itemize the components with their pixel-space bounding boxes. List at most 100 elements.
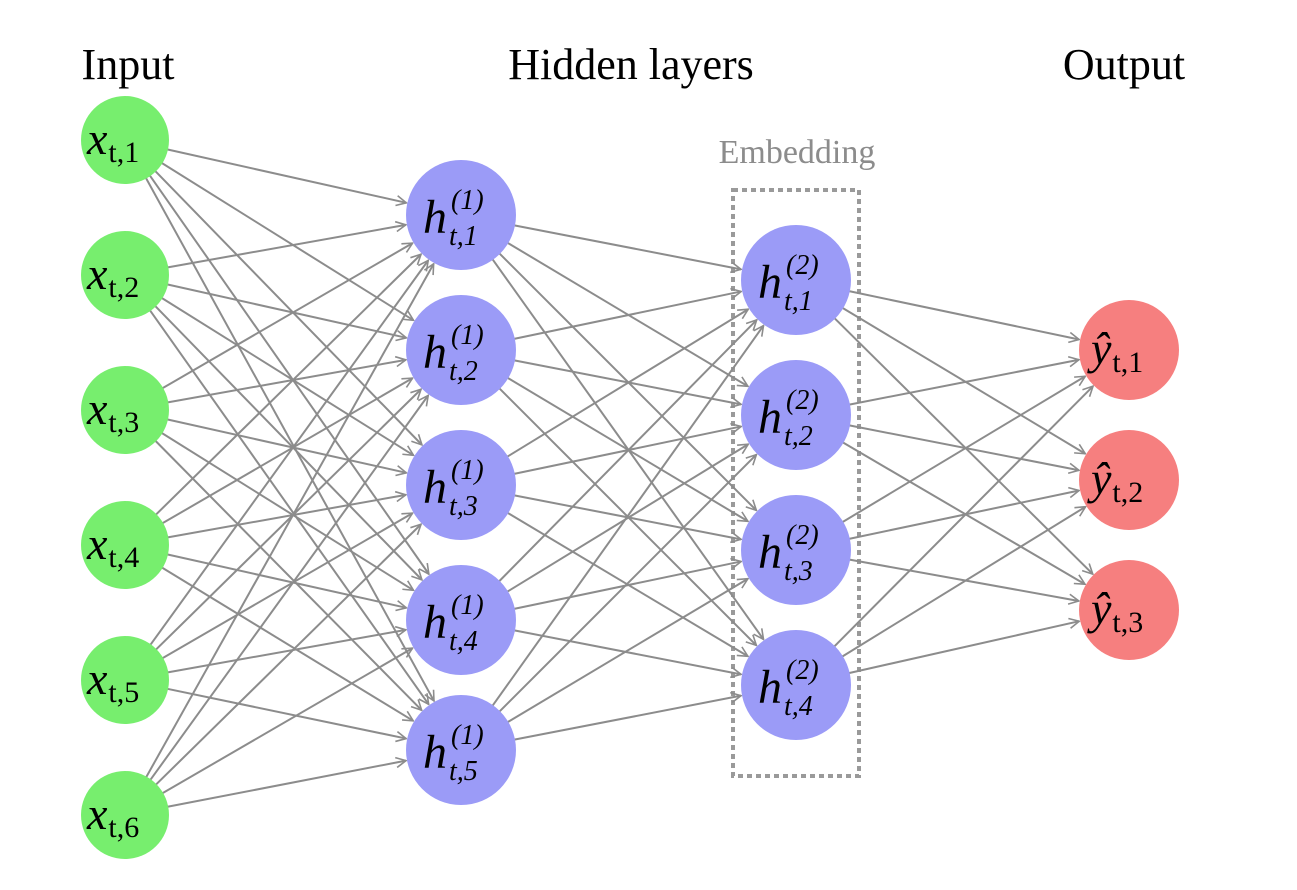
edge-hidden1-2-to-hidden2-1	[512, 291, 741, 341]
edge-hidden2-1-to-output-1	[847, 289, 1079, 340]
node-circle-input-1	[81, 96, 169, 184]
node-input-4: xt,4	[81, 501, 169, 589]
nodes-group: xt,1xt,2xt,3xt,4xt,5xt,6h(1)t,1h(1)t,2h(…	[81, 96, 1179, 859]
node-output-1: ŷt,1	[1079, 300, 1179, 400]
edge-input-3-to-hidden1-5	[153, 439, 422, 710]
edge-hidden1-4-to-hidden2-1	[497, 320, 756, 583]
node-circle-hidden2-3	[741, 495, 851, 605]
node-hidden2-4: h(2) t,4	[741, 630, 851, 740]
edge-hidden1-5-to-hidden2-2	[497, 455, 756, 714]
edge-input-3-to-hidden1-1	[160, 243, 412, 390]
edge-input-4-to-hidden1-2	[160, 378, 412, 525]
node-label-hidden2-4: h	[758, 661, 782, 714]
edge-input-6-to-hidden1-4	[160, 648, 412, 795]
edge-hidden2-4-to-output-1	[832, 386, 1093, 649]
node-circle-input-2	[81, 231, 169, 319]
node-hidden1-1: h(1)t,1	[406, 160, 516, 270]
edge-hidden1-3-to-hidden2-1	[505, 309, 748, 459]
edge-input-6-to-hidden1-1	[144, 264, 434, 779]
embedding-title: Embedding	[719, 134, 876, 171]
node-subscript-hidden1-2: t,2	[449, 356, 478, 387]
node-hidden1-3: h(1)t,3	[406, 430, 516, 540]
edge-hidden2-3-to-output-3	[847, 558, 1079, 601]
node-superscript-hidden2-4: (2)	[786, 655, 819, 686]
node-hidden2-3: h(2) t,3	[741, 495, 851, 605]
edge-input-5-to-hidden1-5	[165, 687, 406, 739]
node-hidden1-4: h(1)t,4	[406, 565, 516, 675]
node-subscript-hidden2-1: t,1	[784, 286, 813, 317]
node-hidden1-5: h(1)t,5	[406, 695, 516, 805]
node-label-hidden2-3: h	[758, 526, 782, 579]
node-circle-output-2	[1079, 430, 1179, 530]
node-superscript-hidden2-2: (2)	[786, 385, 819, 416]
node-label-output-1: ŷt,1	[1087, 323, 1143, 379]
edge-hidden2-3-to-output-1	[840, 376, 1085, 524]
edge-hidden1-4-to-hidden2-4	[512, 629, 741, 674]
node-circle-hidden2-2	[741, 360, 851, 470]
node-label-hidden2-2: h	[758, 391, 782, 444]
node-input-2: xt,2	[81, 231, 169, 319]
edge-input-2-to-hidden1-5	[148, 308, 428, 704]
edge-input-1-to-hidden1-5	[144, 176, 435, 701]
node-input-1: xt,1	[81, 96, 169, 184]
node-label-hidden1-4: h	[423, 596, 447, 649]
node-circle-input-3	[81, 366, 169, 454]
node-subscript-hidden1-3: t,3	[449, 491, 478, 522]
node-label-input-5: xt,5	[86, 653, 139, 709]
edge-input-3-to-hidden1-4	[160, 431, 414, 590]
node-subscript-hidden2-2: t,2	[784, 421, 813, 452]
node-subscript-hidden1-4: t,4	[449, 626, 478, 657]
node-label-input-3: xt,3	[86, 383, 139, 439]
edge-hidden1-5-to-hidden2-4	[512, 696, 741, 741]
edge-input-5-to-hidden1-1	[148, 260, 429, 647]
edge-hidden2-4-to-output-3	[847, 621, 1080, 675]
node-circle-input-5	[81, 636, 169, 724]
edge-hidden2-1-to-output-2	[840, 306, 1085, 453]
node-superscript-hidden1-5: (1)	[451, 720, 484, 751]
node-label-input-6: xt,6	[86, 788, 139, 844]
node-label-input-1: xt,1	[86, 113, 139, 169]
edge-input-4-to-hidden1-5	[160, 566, 413, 721]
edge-input-1-to-hidden1-3	[153, 169, 422, 445]
output-layer-title: Output	[1063, 40, 1185, 89]
node-circle-hidden2-4	[741, 630, 851, 740]
edges-group	[144, 148, 1093, 809]
edge-hidden2-2-to-output-1	[847, 360, 1079, 406]
node-superscript-hidden1-1: (1)	[451, 185, 484, 216]
node-label-hidden1-2: h	[423, 326, 447, 379]
node-subscript-hidden2-4: t,4	[784, 691, 813, 722]
node-circle-output-1	[1079, 300, 1179, 400]
node-label-hidden1-3: h	[423, 461, 447, 514]
node-circle-hidden1-3	[406, 430, 516, 540]
node-output-2: ŷt,2	[1079, 430, 1179, 530]
node-label-output-3: ŷt,3	[1087, 583, 1143, 639]
edge-hidden2-1-to-output-3	[832, 316, 1093, 574]
node-superscript-hidden2-3: (2)	[786, 520, 819, 551]
node-superscript-hidden2-1: (2)	[786, 250, 819, 281]
edge-hidden1-2-to-hidden2-3	[505, 376, 748, 521]
edge-hidden1-2-to-hidden2-2	[512, 359, 741, 404]
node-label-input-2: xt,2	[86, 248, 139, 304]
edge-hidden2-3-to-output-2	[847, 490, 1079, 541]
edge-hidden1-5-to-hidden2-1	[490, 326, 764, 708]
node-input-3: xt,3	[81, 366, 169, 454]
edge-input-5-to-hidden1-3	[160, 513, 412, 660]
node-hidden2-1: h(2)t,1	[741, 225, 851, 335]
edge-input-2-to-hidden1-4	[153, 304, 422, 580]
node-label-output-2: ŷt,2	[1087, 453, 1143, 509]
node-circle-hidden1-5	[406, 695, 516, 805]
node-label-input-4: xt,4	[86, 518, 139, 574]
node-circle-input-4	[81, 501, 169, 589]
edge-hidden2-4-to-output-2	[840, 507, 1085, 659]
embedding-box	[731, 188, 861, 778]
node-circle-hidden1-4	[406, 565, 516, 675]
edge-input-4-to-hidden1-4	[165, 553, 406, 608]
node-label-hidden1-1: h	[423, 191, 447, 244]
node-subscript-hidden2-3: t,3	[784, 556, 813, 587]
node-hidden2-2: h(2) t,2	[741, 360, 851, 470]
node-superscript-hidden1-2: (1)	[451, 320, 484, 351]
edge-input-3-to-hidden1-2	[166, 360, 406, 404]
edge-input-2-to-hidden1-3	[160, 296, 414, 455]
edge-hidden1-1-to-hidden2-2	[505, 241, 748, 386]
node-input-6: xt,6	[81, 771, 169, 859]
